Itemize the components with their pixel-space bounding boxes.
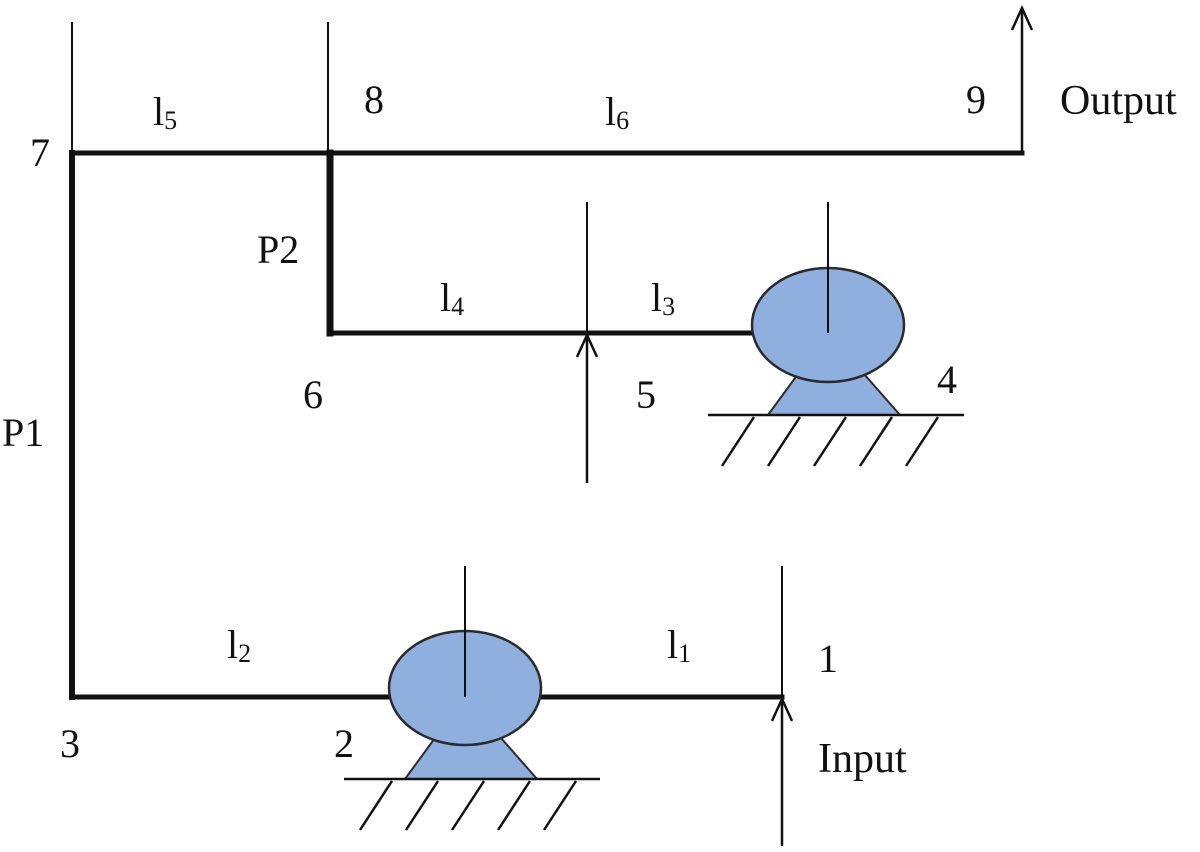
link-label-l1: l1 <box>667 622 691 668</box>
link-label-l5: l5 <box>153 89 177 135</box>
node-label-8: 8 <box>364 77 384 122</box>
input-label: Input <box>818 736 907 782</box>
misc-labels: P1 P2 Output Input <box>2 78 1177 782</box>
reference-lines <box>71 22 783 697</box>
output-label: Output <box>1060 78 1177 124</box>
link-label-l4: l4 <box>440 275 464 321</box>
prismatic-label-p1: P1 <box>2 410 44 455</box>
ground-4-hatch <box>720 416 940 467</box>
node-label-9: 9 <box>966 77 986 122</box>
link-lines <box>69 149 1025 700</box>
node-label-3: 3 <box>60 721 80 766</box>
link-label-l6: l6 <box>605 89 629 135</box>
ground-joint-2 <box>344 566 600 831</box>
node-label-4: 4 <box>937 357 957 402</box>
link-label-l3: l3 <box>651 275 675 321</box>
node-label-6: 6 <box>303 372 323 417</box>
node-label-7: 7 <box>30 130 50 175</box>
node-labels: 1 2 3 4 5 6 7 8 9 <box>30 77 986 766</box>
ground-2-hatch <box>358 780 578 831</box>
ground-joint-4 <box>708 202 964 467</box>
output-arrow-head <box>1010 4 1034 31</box>
force-arrow-5-head <box>575 331 599 358</box>
arrows <box>575 4 1034 846</box>
node-label-5: 5 <box>636 372 656 417</box>
link-label-l2: l2 <box>227 622 251 668</box>
node-label-1: 1 <box>818 636 838 681</box>
link-labels: l1 l2 l3 l4 l5 l6 <box>153 89 691 668</box>
node-label-2: 2 <box>334 721 354 766</box>
prismatic-label-p2: P2 <box>257 227 299 272</box>
input-arrow-head <box>770 695 794 722</box>
